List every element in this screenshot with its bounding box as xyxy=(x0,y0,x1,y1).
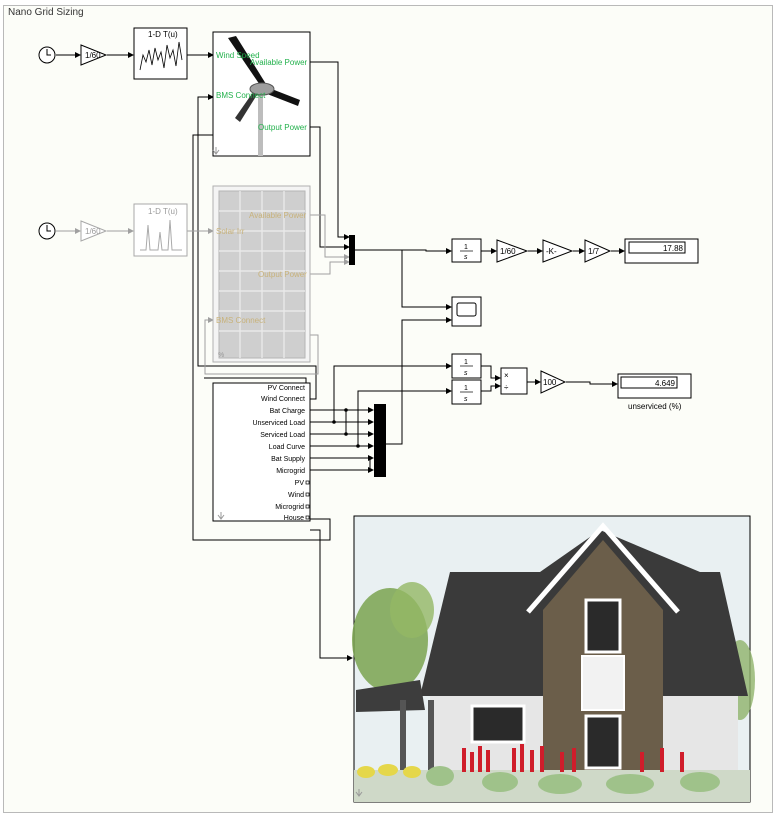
house-subsystem[interactable] xyxy=(352,516,755,802)
bms-out-unserviced-load: Unserviced Load xyxy=(252,420,305,427)
gain-block-6[interactable]: 100 xyxy=(541,371,565,393)
bms-out-house: House xyxy=(284,515,304,522)
display-block-2[interactable]: 4.649 unserviced (%) xyxy=(618,374,691,411)
solar-port-output-power: Output Power xyxy=(258,270,307,279)
solar-percent-mark: % xyxy=(218,352,224,359)
gain-block-3-label: 1/60 xyxy=(500,247,516,256)
divide-div: ÷ xyxy=(504,383,509,392)
mux-block-1[interactable] xyxy=(349,235,355,265)
wind-port-bms-connect: BMS Connect xyxy=(216,91,266,100)
bms-in-wind-connect: Wind Connect xyxy=(261,396,305,403)
gain-block-4-label: -K- xyxy=(546,247,557,256)
bms-out-pv: PV xyxy=(295,480,305,487)
lookup-table-1[interactable]: 1-D T(u) xyxy=(134,28,187,79)
solar-port-solar-irr: Solar Irr xyxy=(216,227,245,236)
divide-block[interactable]: × ÷ xyxy=(501,368,527,394)
lookup-table-1-label: 1-D T(u) xyxy=(148,30,178,39)
gain-block-6-label: 100 xyxy=(543,378,557,387)
gain-block-2[interactable]: 1/60 xyxy=(81,221,106,241)
bms-out-microgrid: Microgrid xyxy=(276,468,305,475)
bms-out-serviced-load: Serviced Load xyxy=(260,432,305,439)
bms-in-pv-connect: PV Connect xyxy=(268,385,305,392)
wind-port-available-power: Available Power xyxy=(250,58,308,67)
scope-block[interactable] xyxy=(452,297,481,326)
gain-block-5-label: 1/7 xyxy=(588,247,600,256)
bms-out-load-curve: Load Curve xyxy=(269,444,305,451)
gain-block-2-label: 1/60 xyxy=(85,227,101,236)
integrator-2-num: 1 xyxy=(464,359,468,366)
bms-out-bat-charge: Bat Charge xyxy=(270,408,306,415)
divide-mul: × xyxy=(504,371,509,380)
solar-panel-subsystem[interactable]: Available Power Solar Irr Output Power B… xyxy=(213,186,310,362)
gain-block-5[interactable]: 1/7 xyxy=(585,240,610,262)
integrator-block-3[interactable]: 1 s xyxy=(452,380,481,404)
bms-subsystem[interactable]: PV Connect Wind Connect Bat Charge Unser… xyxy=(213,383,310,522)
bms-out-bat-supply: Bat Supply xyxy=(271,456,305,463)
integrator-2-den: s xyxy=(464,370,468,377)
bms-out-microgrid-2: Microgrid xyxy=(275,504,304,511)
integrator-3-num: 1 xyxy=(464,385,468,392)
lookup-table-2[interactable]: 1-D T(u) xyxy=(134,204,187,256)
display-block-1[interactable]: 17.88 xyxy=(625,239,698,263)
clock-block-2[interactable] xyxy=(39,223,55,239)
mux-block-2[interactable] xyxy=(374,404,386,477)
display-2-label: unserviced (%) xyxy=(628,402,682,411)
lookup-table-2-label: 1-D T(u) xyxy=(148,207,178,216)
gain-block-4[interactable]: -K- xyxy=(543,240,572,262)
display-2-value: 4.649 xyxy=(655,379,676,388)
clock-block-1[interactable] xyxy=(39,47,55,63)
gain-block-3[interactable]: 1/60 xyxy=(497,240,527,262)
solar-port-available-power: Available Power xyxy=(249,211,307,220)
integrator-block-1[interactable]: 1 s xyxy=(452,239,481,262)
solar-port-bms-connect: BMS Connect xyxy=(216,316,266,325)
integrator-1-num: 1 xyxy=(464,244,468,251)
integrator-3-den: s xyxy=(464,396,468,403)
gain-block-1[interactable]: 1/60 xyxy=(81,45,106,65)
bms-out-wind: Wind xyxy=(288,492,304,499)
integrator-block-2[interactable]: 1 s xyxy=(452,354,481,378)
wind-turbine-subsystem[interactable]: Wind Speed Available Power BMS Connect O… xyxy=(213,32,310,156)
gain-block-1-label: 1/60 xyxy=(85,51,101,60)
integrator-1-den: s xyxy=(464,254,468,261)
display-1-value: 17.88 xyxy=(663,244,684,253)
wind-port-output-power: Output Power xyxy=(258,123,307,132)
